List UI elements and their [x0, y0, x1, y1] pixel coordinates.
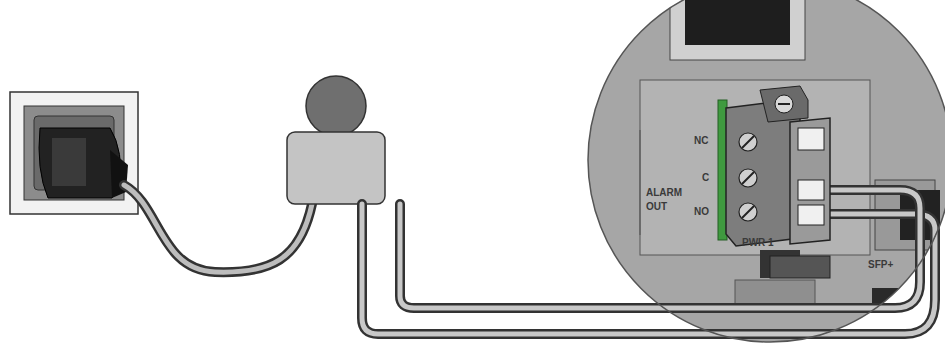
pin-name: NO: [694, 205, 724, 219]
pin-name: NC: [694, 134, 724, 148]
power-cable: [124, 185, 312, 272]
port-name: ALARM OUT: [646, 186, 690, 213]
port-label: PWR 1: [742, 236, 792, 250]
port-label: SFP+: [868, 258, 908, 272]
magnified-view: [580, 0, 945, 345]
pin-name: C: [702, 171, 722, 185]
wall-outlet: [10, 92, 138, 214]
power-plug: [39, 128, 128, 198]
alarm-device: [287, 76, 385, 204]
